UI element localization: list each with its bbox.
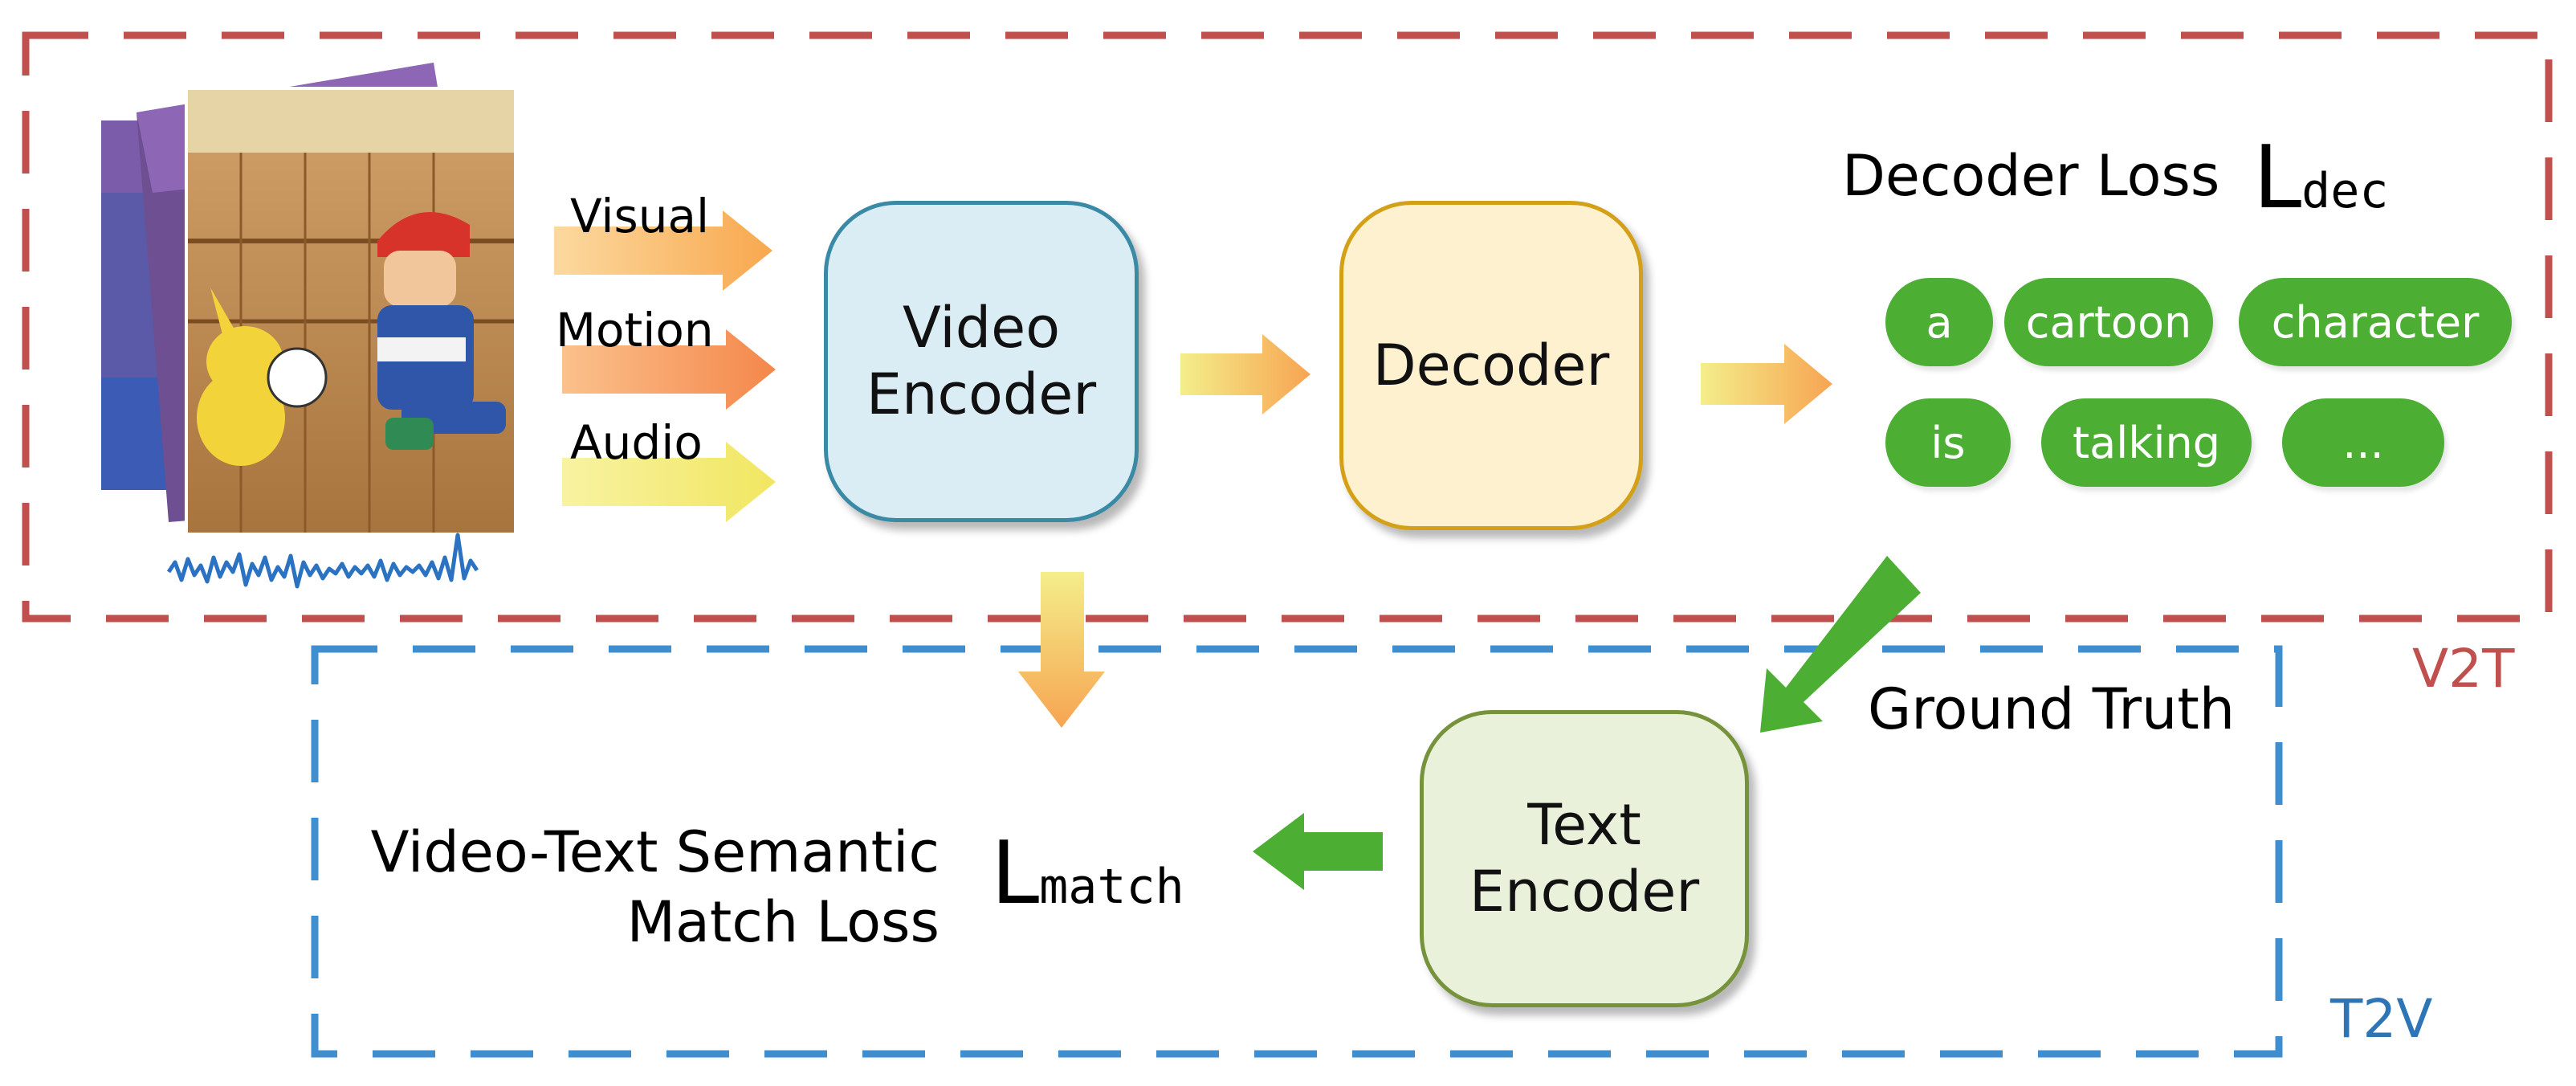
t2v-label: T2V <box>2330 988 2433 1050</box>
decoder-label: Decoder <box>1372 332 1610 398</box>
decoder-loss-label: Decoder Loss <box>1842 143 2220 209</box>
text-encoder-line1: Text <box>1527 792 1641 859</box>
motion-arrow <box>562 329 776 410</box>
v2t-label: V2T <box>2412 638 2515 700</box>
caption-token: is <box>1885 398 2011 487</box>
match-loss-subscript: match <box>1039 859 1184 915</box>
text-encoder-to-match-arrow <box>1253 813 1383 890</box>
text-encoder-line2: Encoder <box>1469 859 1700 925</box>
decoder-block: Decoder <box>1339 201 1643 530</box>
audio-waveform <box>166 533 479 589</box>
video-encoder-line2: Encoder <box>866 361 1097 427</box>
caption-token: ... <box>2282 398 2444 487</box>
audio-arrow <box>562 442 776 522</box>
decoder-loss-subscript: dec <box>2301 163 2389 219</box>
caption-token: talking <box>2041 398 2252 487</box>
video-frames-image <box>101 63 517 536</box>
match-loss-L: L <box>991 823 1040 924</box>
decoder-loss-L: L <box>2253 128 2302 228</box>
match-loss-symbol: Lmatch <box>991 831 1184 917</box>
visual-label: Visual <box>570 189 710 243</box>
video-encoder-line1: Video <box>902 295 1061 361</box>
decoder-to-caption-arrow <box>1701 344 1832 424</box>
caption-token: character <box>2239 278 2512 366</box>
v2t-region <box>22 31 2553 623</box>
t2v-region <box>311 645 2283 1058</box>
decoder-loss-symbol: Ldec <box>2253 135 2389 222</box>
match-loss-line2: Match Loss <box>626 888 940 955</box>
video-encoder-block: Video Encoder <box>824 201 1139 522</box>
visual-arrow <box>554 210 772 291</box>
caption-token: a <box>1885 278 1993 366</box>
text-encoder-block: Text Encoder <box>1420 710 1749 1007</box>
audio-label: Audio <box>570 415 703 470</box>
ground-truth-label: Ground Truth <box>1868 676 2236 742</box>
encoder-to-match-arrow <box>1018 572 1105 728</box>
caption-token: cartoon <box>2004 278 2213 366</box>
motion-label: Motion <box>556 303 714 357</box>
match-loss-label: Video-Text Semantic Match Loss <box>353 818 940 957</box>
match-loss-line1: Video-Text Semantic <box>370 819 940 885</box>
encoder-to-decoder-arrow <box>1180 334 1310 414</box>
ground-truth-arrow <box>1760 556 1921 733</box>
